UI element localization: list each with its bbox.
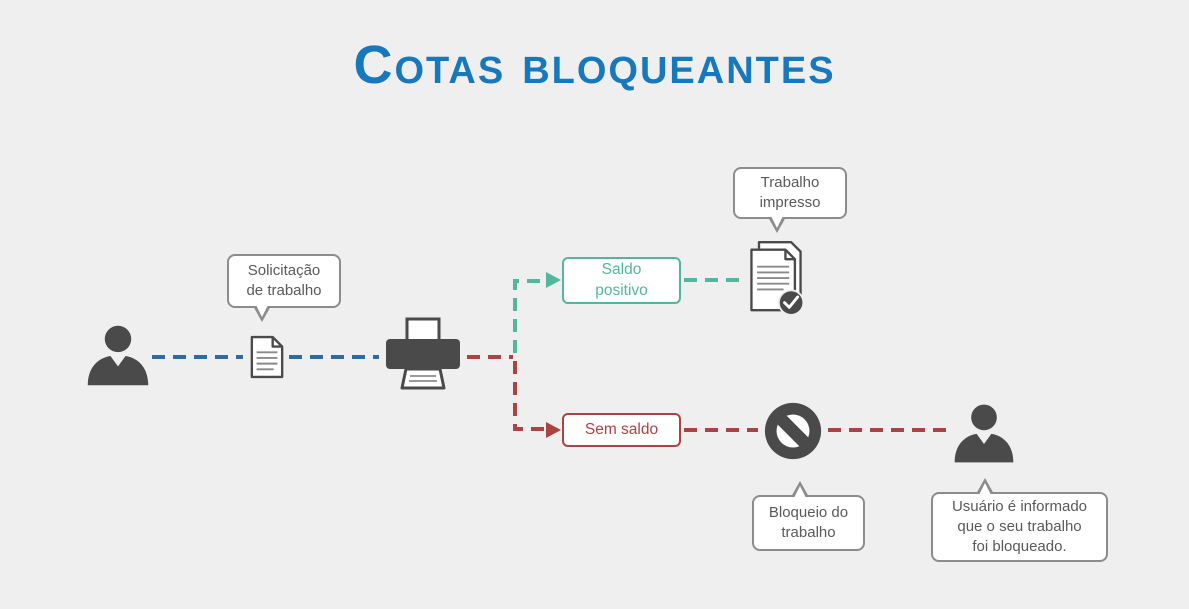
page-title: Cotas bloqueantes xyxy=(353,35,836,95)
printer-glyph xyxy=(386,317,460,390)
speech-bubble-blocked: Bloqueio do trabalho xyxy=(752,495,865,551)
arrowhead-no-balance xyxy=(546,422,561,438)
connector-split-to-no-balance xyxy=(513,361,544,431)
printed-documents-check-icon xyxy=(742,238,810,325)
document-icon xyxy=(249,335,285,384)
flow-box-no-balance: Sem saldo xyxy=(562,413,681,447)
flow-box-positive-balance: Saldo positivo xyxy=(562,257,681,304)
user-icon xyxy=(951,403,1017,468)
user-silhouette xyxy=(87,325,149,386)
block-icon xyxy=(762,400,824,467)
printed-documents-glyph xyxy=(750,240,805,316)
speech-bubble-printed: Trabalho impresso xyxy=(733,167,847,219)
arrowhead-positive-balance xyxy=(546,272,561,288)
speech-bubble-informed: Usuário é informado que o seu trabalho f… xyxy=(931,492,1108,562)
document-glyph xyxy=(250,335,284,379)
user-icon xyxy=(84,324,152,391)
user-silhouette xyxy=(954,404,1014,463)
printer-icon xyxy=(381,316,465,401)
connector-split-to-positive-balance xyxy=(513,279,544,353)
speech-bubble-request: Solicitação de trabalho xyxy=(227,254,341,308)
block-glyph xyxy=(764,402,822,460)
